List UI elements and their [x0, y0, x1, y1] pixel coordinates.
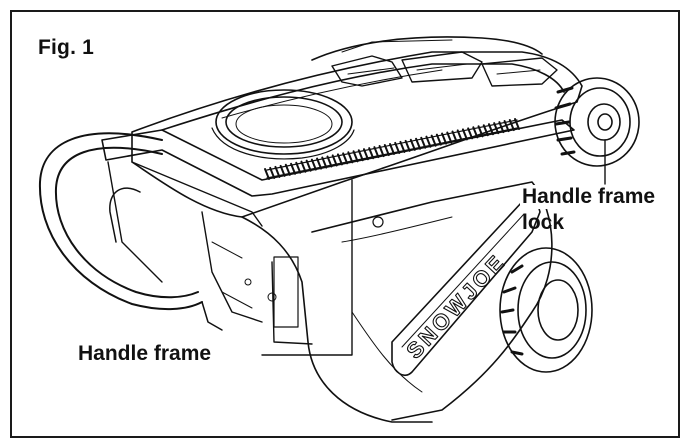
callout-handle-frame-lock-line2: lock	[522, 211, 565, 234]
spring-coil	[357, 149, 364, 162]
brand-mark: SNOWJOE	[401, 249, 510, 364]
callout-leaders	[261, 139, 606, 356]
leader-handle-frame	[261, 179, 353, 356]
handle-frame-tube	[101, 119, 575, 227]
spring-coil	[321, 156, 328, 169]
spring-coil	[284, 163, 291, 176]
spring-coil	[279, 164, 286, 177]
spring-coil	[326, 155, 333, 168]
spring-coil	[503, 120, 510, 133]
spring-coil	[290, 162, 297, 175]
spring-coil	[373, 146, 380, 159]
spring-coil	[378, 145, 385, 158]
spring-coil	[461, 128, 468, 141]
spring-coil	[305, 159, 312, 172]
callout-handle-frame: Handle frame	[76, 342, 214, 366]
figure-title: Fig. 1	[38, 36, 95, 59]
spring-coil	[295, 161, 302, 174]
spring-coil	[331, 154, 338, 167]
spring-coil	[409, 138, 416, 151]
spring-coil	[477, 125, 484, 138]
spring-coil	[446, 131, 453, 144]
spring-coil	[347, 151, 354, 164]
spring-coil	[514, 118, 520, 130]
spring-coil	[430, 134, 437, 147]
spring-coil	[383, 144, 390, 157]
spring-coil	[274, 165, 281, 178]
spring-coil	[435, 133, 442, 146]
spring-coil	[420, 136, 427, 149]
rear-handle	[38, 132, 223, 331]
spring-coil	[472, 126, 479, 139]
spring-coil	[269, 166, 276, 179]
spring-coil	[441, 132, 448, 145]
auger-housing	[241, 181, 553, 423]
spring-coil	[425, 135, 432, 148]
spring-coil	[394, 141, 401, 154]
figure-frame: SNOWJOE Fig. 1 Handle frame lock Handle …	[10, 10, 680, 438]
lower-frame	[107, 161, 277, 323]
spring-coil	[456, 129, 463, 142]
upper-right-wheel	[554, 77, 640, 167]
spring-coil	[362, 148, 369, 161]
spring-coil	[467, 127, 474, 140]
spring-coil	[352, 150, 359, 163]
spring-coil	[300, 160, 307, 173]
spring-coil	[316, 157, 323, 170]
spring-coil	[482, 124, 489, 137]
chute-opening	[211, 89, 355, 160]
upper-controls	[331, 51, 558, 87]
spring-coil	[389, 143, 395, 155]
tension-spring	[264, 118, 520, 180]
spring-coil	[508, 119, 515, 132]
spring-coil	[404, 139, 411, 152]
spring-coil	[415, 137, 422, 150]
lower-right-wheel	[499, 247, 593, 373]
spring-coil	[493, 122, 500, 135]
spring-coil	[487, 123, 494, 136]
spring-coil	[451, 130, 458, 143]
spring-coil	[368, 147, 375, 160]
spring-coil	[264, 168, 270, 180]
callout-handle-frame-lock-line1: Handle frame	[520, 185, 658, 209]
spring-coil	[399, 140, 406, 153]
spring-coil	[310, 158, 317, 171]
spring-coil	[342, 152, 349, 165]
snow-blower-line-drawing: SNOWJOE	[38, 36, 640, 423]
spring-coil	[336, 153, 343, 166]
spring-coil	[498, 121, 505, 134]
